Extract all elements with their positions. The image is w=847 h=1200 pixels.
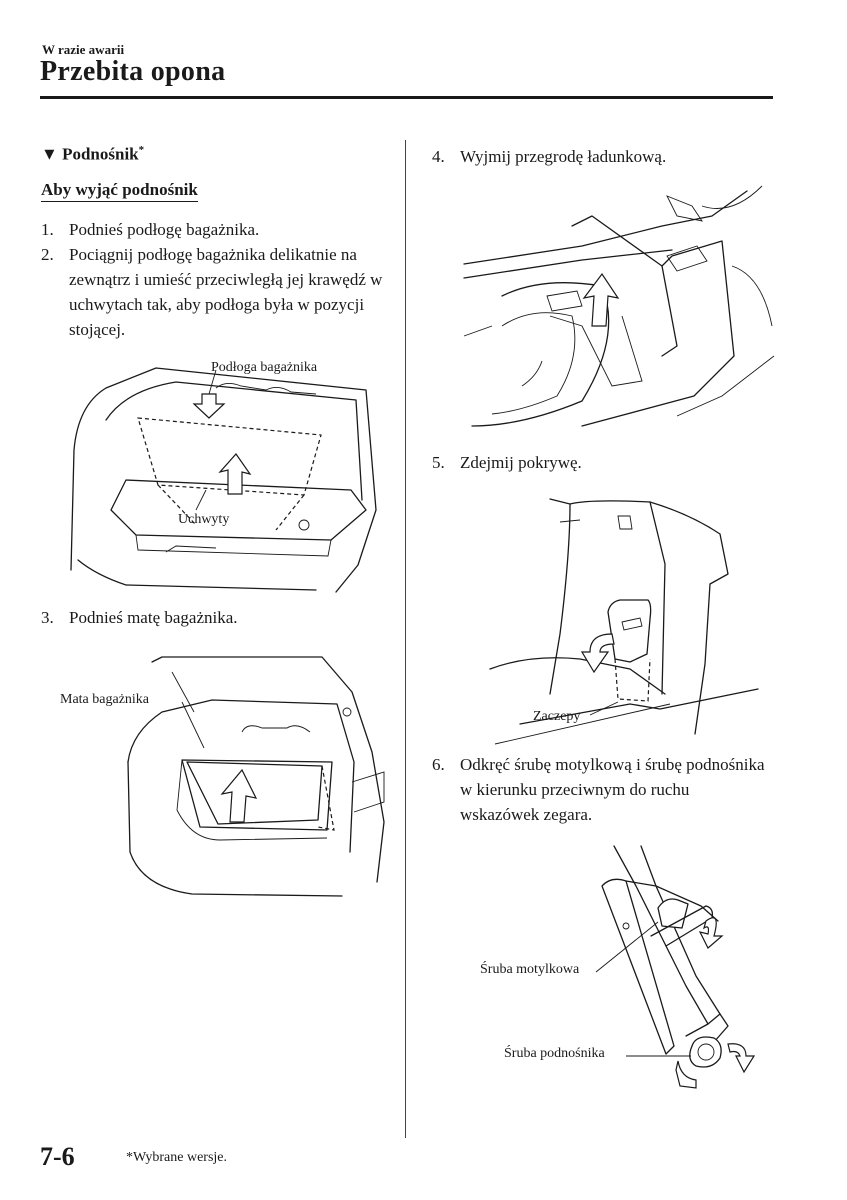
jack-bolts-illustration: [595, 845, 756, 1089]
footnote: *Wybrane wersje.: [126, 1150, 228, 1165]
step-number: 5.: [432, 453, 445, 472]
step-6: 6. Odkręć śrubę motylkową i śrubę podnoś…: [432, 752, 772, 827]
label-jack-bolt: Śruba podnośnika: [504, 1046, 605, 1061]
section-name: W razie awarii: [42, 42, 125, 57]
column-divider: [405, 140, 406, 1138]
step-5: 5. Zdejmij pokrywę.: [432, 450, 792, 475]
step-number: 6.: [432, 755, 445, 774]
step-number: 3.: [41, 608, 54, 627]
label-holders: Uchwyty: [178, 512, 230, 527]
step-number: 4.: [432, 147, 445, 166]
cover-illustration: [489, 498, 759, 745]
jack-heading-text: ▼ Podnośnik: [41, 144, 139, 164]
step-text: Pociągnij podłogę bagażnika delikatnie n…: [69, 245, 383, 339]
label-wing-bolt: Śruba motylkowa: [480, 962, 580, 977]
label-trunk-floor: Podłoga bagażnika: [211, 360, 318, 375]
step-number: 2.: [41, 245, 54, 264]
step-2: 2. Pociągnij podłogę bagażnika delikatni…: [41, 242, 391, 342]
step-number: 1.: [41, 220, 54, 239]
remove-jack-subheading: Aby wyjąć podnośnik: [41, 180, 198, 202]
step-1: 1. Podnieś podłogę bagażnika.: [41, 217, 391, 242]
step-4: 4. Wyjmij przegrodę ładunkową.: [432, 144, 792, 169]
page-title: Przebita opona: [40, 56, 226, 87]
title-divider: [40, 96, 773, 99]
label-clips: Zaczepy: [533, 709, 581, 724]
step-text: Odkręć śrubę motylkową i śrubę podnośnik…: [460, 755, 765, 824]
trunk-floor-illustration: [70, 367, 377, 593]
cargo-divider-illustration: [463, 185, 775, 427]
step-3: 3. Podnieś matę bagażnika.: [41, 605, 391, 630]
version-mark: *: [138, 144, 145, 156]
step-text: Zdejmij pokrywę.: [460, 453, 582, 472]
step-text: Podnieś podłogę bagażnika.: [69, 220, 260, 239]
step-text: Wyjmij przegrodę ładunkową.: [460, 147, 667, 166]
page-number: 7-6: [40, 1142, 75, 1171]
label-trunk-mat: Mata bagażnika: [60, 692, 150, 707]
trunk-mat-illustration: [127, 656, 385, 897]
step-text: Podnieś matę bagażnika.: [69, 608, 238, 627]
jack-heading: ▼ Podnośnik*: [41, 144, 144, 165]
